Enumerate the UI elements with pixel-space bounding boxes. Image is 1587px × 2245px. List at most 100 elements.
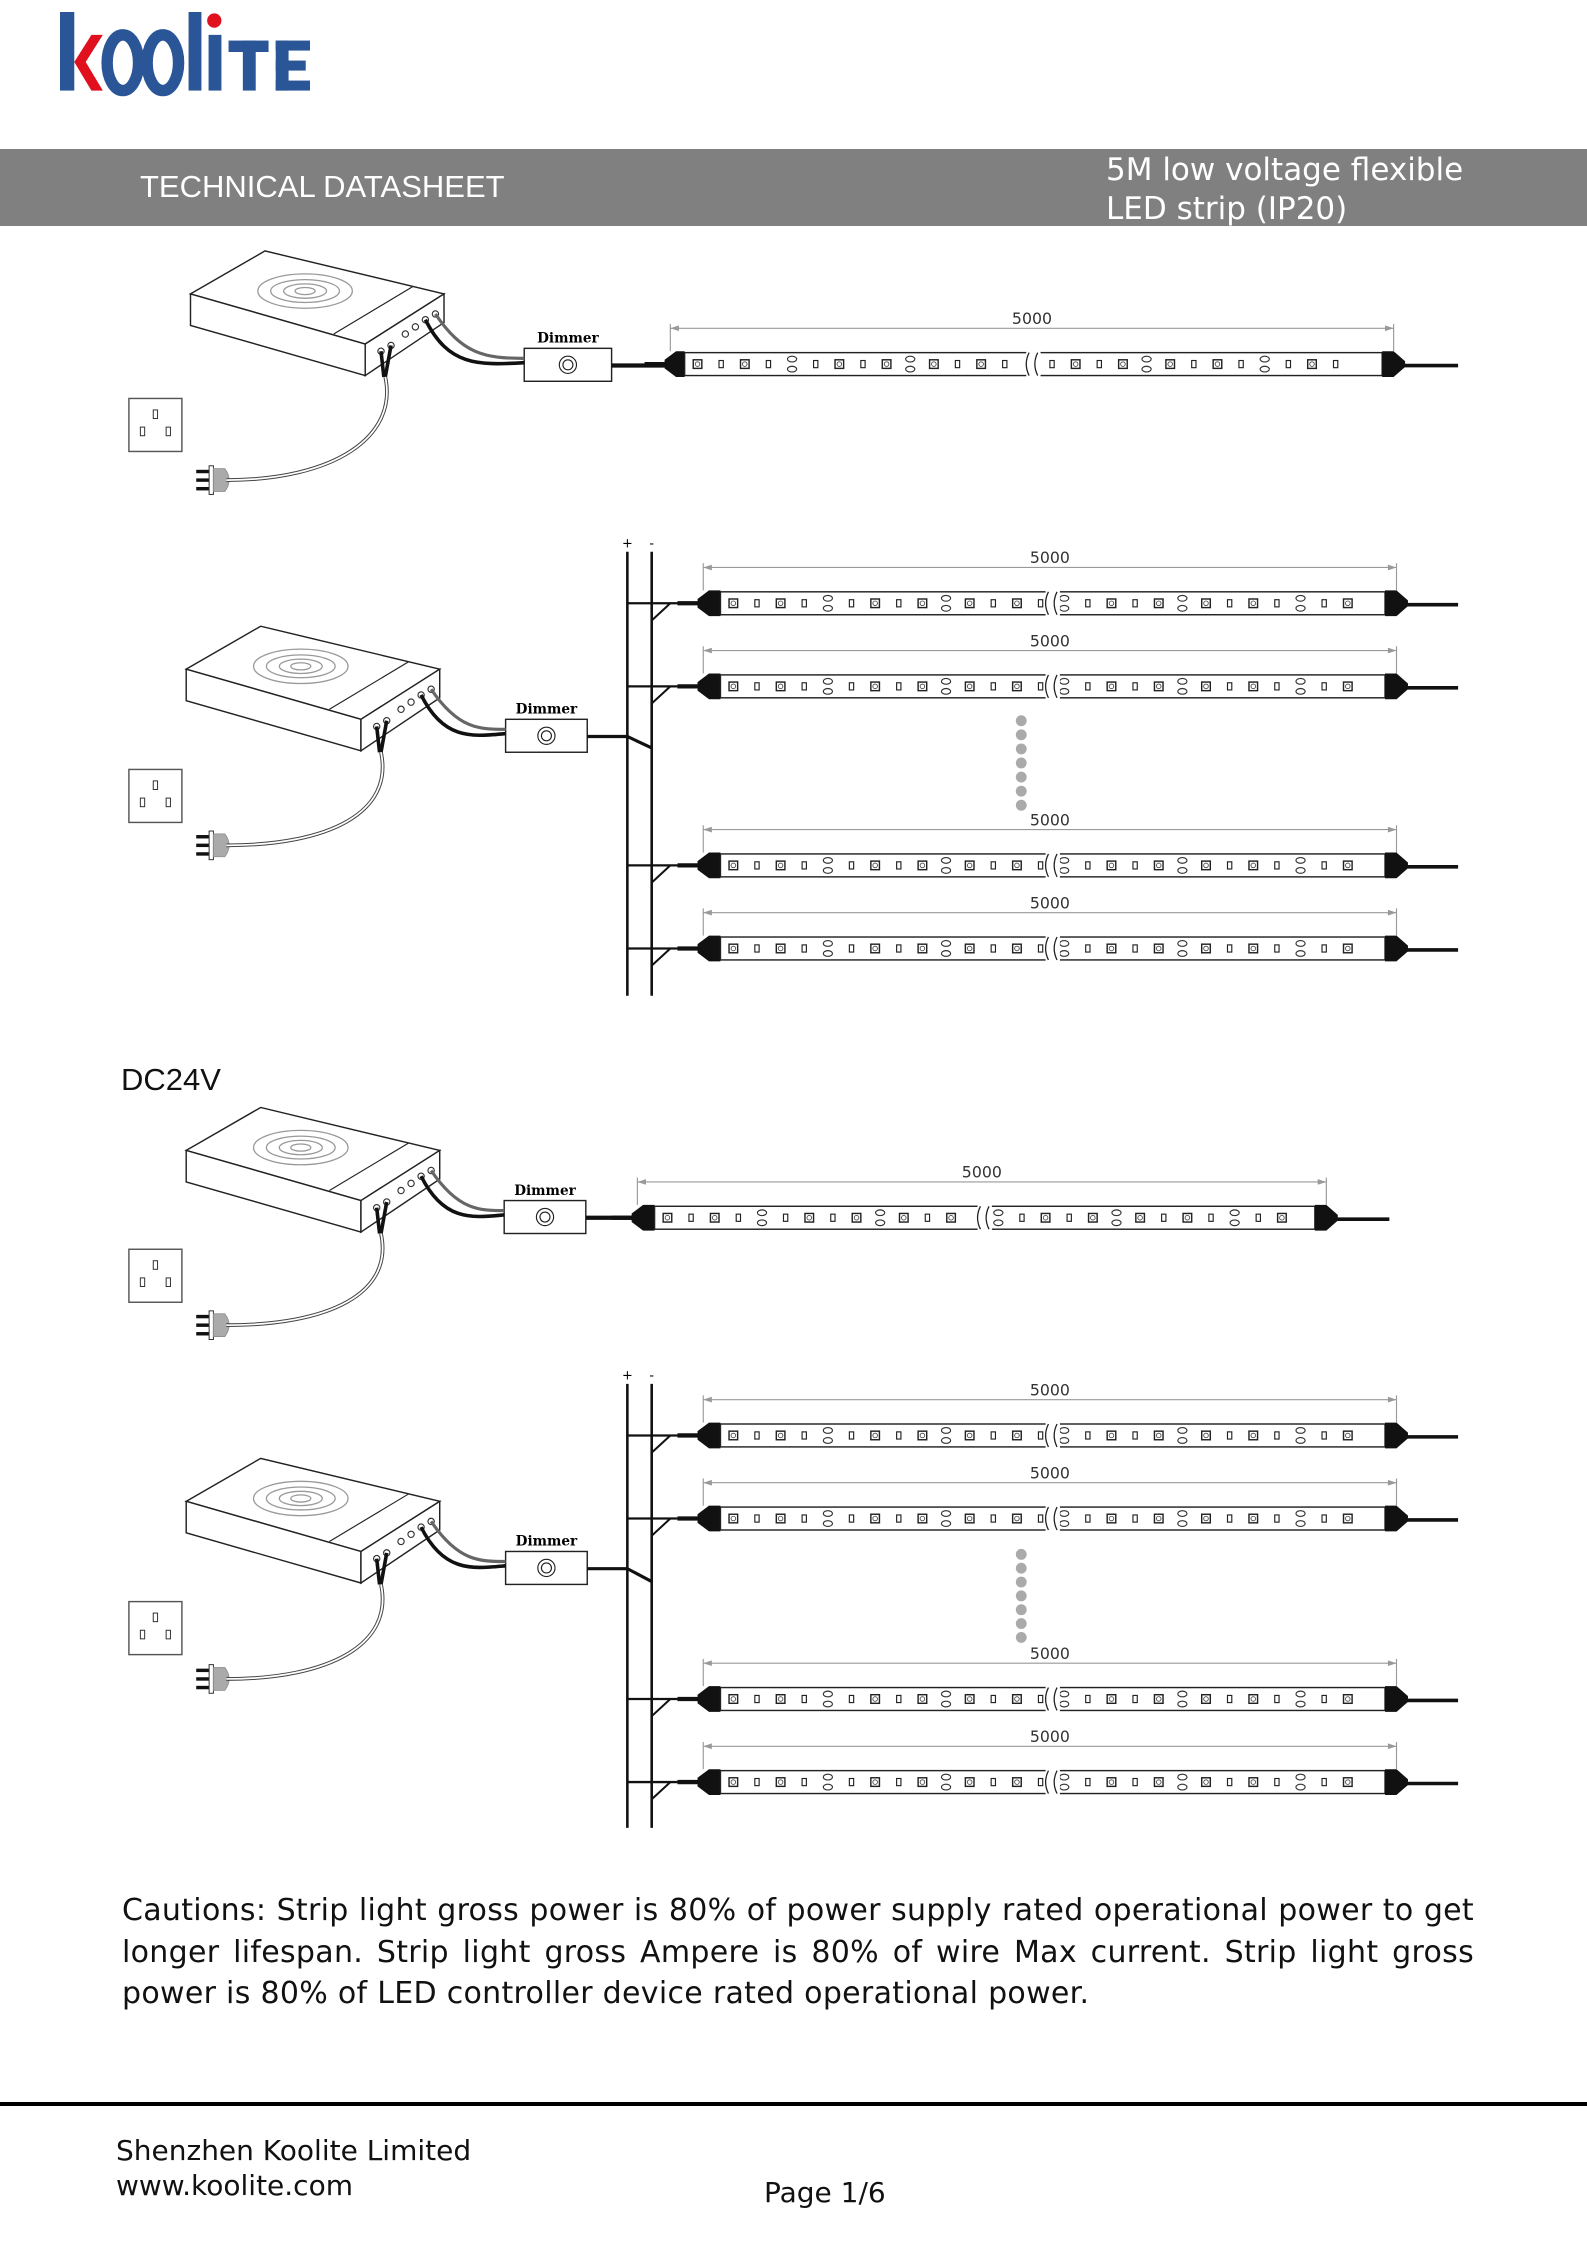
strip-connector-left (664, 351, 685, 377)
led-chip (964, 1430, 975, 1441)
led-chip-lens (948, 1215, 954, 1221)
output-wire-black (419, 1526, 506, 1570)
led-chip (1248, 598, 1259, 609)
strip-connector-left (697, 852, 721, 879)
psu-edge (329, 1493, 409, 1542)
dimension-arrow (1387, 1396, 1397, 1403)
led-resistor (940, 1690, 952, 1698)
led-resistor (993, 1219, 1004, 1227)
psu-label-ring (265, 1135, 336, 1160)
outlet-slot (152, 1260, 159, 1270)
dimmer-knob-icon (540, 730, 553, 742)
led-component (1274, 682, 1280, 691)
led-chip (1040, 1212, 1051, 1223)
led-component (1037, 599, 1044, 608)
psu-label-ring (252, 1129, 349, 1166)
led-chip-lens (883, 361, 890, 367)
psu-label-ring (252, 1480, 349, 1517)
dimension-arrow (1387, 1660, 1397, 1667)
led-resistor (1295, 604, 1306, 612)
psu-label-ring (290, 662, 312, 671)
led-chip (1248, 1513, 1259, 1524)
led-chip (1135, 1212, 1146, 1223)
dimmer-output-cable (587, 1567, 653, 1583)
power-supply-unit (188, 250, 446, 377)
power-cord-inner (226, 376, 388, 481)
led-chip-lens (1014, 945, 1020, 952)
led-chip (964, 1513, 975, 1524)
led-chip (1106, 860, 1117, 871)
led-resistor (1295, 866, 1306, 874)
led-chip-lens (1090, 1215, 1096, 1221)
dimmer-knob-icon (537, 726, 556, 745)
psu-terminal (397, 705, 405, 714)
led-chip-lens (712, 1215, 718, 1221)
led-chip-lens (1345, 1432, 1351, 1439)
led-chip (1106, 681, 1117, 692)
led-chip (870, 598, 881, 609)
led-chip (870, 943, 881, 954)
led-chip-lens (1108, 862, 1115, 869)
plug-pin (196, 1677, 210, 1681)
strip-cut-gap (1045, 852, 1060, 879)
led-chip (1117, 359, 1128, 370)
led-resistor (940, 1427, 952, 1434)
dimmer-box (523, 347, 613, 382)
led-chip-lens (1250, 945, 1256, 952)
led-component (924, 1213, 931, 1222)
strip-length-label: 5000 (1012, 309, 1052, 328)
led-resistor (1141, 365, 1152, 373)
dimension-arrow (703, 1743, 712, 1750)
led-chip-lens (1156, 1779, 1162, 1785)
led-chip (1106, 1513, 1117, 1524)
led-chip-lens (806, 1215, 812, 1221)
led-chip (1200, 860, 1212, 871)
dimension-arrow (1387, 1743, 1397, 1750)
company-website[interactable]: www.koolite.com (116, 2169, 353, 2202)
led-resistor (1295, 677, 1306, 685)
led-chip-lens (730, 1696, 737, 1702)
led-chip-lens (1214, 361, 1221, 367)
led-resistor (1111, 1209, 1122, 1217)
led-resistor (1177, 950, 1188, 957)
strip-cut-gap (977, 1204, 992, 1231)
led-chip-lens (872, 1515, 878, 1522)
led-chip-lens (1250, 683, 1256, 690)
led-component (801, 1431, 807, 1440)
led-chip (728, 598, 739, 609)
led-component (896, 1514, 902, 1523)
strip-length-label: 5000 (1030, 1463, 1070, 1482)
outlet-slot (139, 1629, 146, 1640)
led-resistor (1177, 677, 1188, 685)
led-component (1274, 944, 1280, 953)
led-chip-lens (1156, 600, 1162, 607)
dimmer-module: Dimmer (504, 1534, 588, 1586)
led-resistor (822, 677, 834, 685)
output-wire-grey (434, 313, 525, 360)
led-chip-lens (1250, 1779, 1256, 1785)
led-chip-lens (1108, 1779, 1115, 1785)
led-component (1132, 1431, 1138, 1440)
led-chip-lens (1014, 1515, 1020, 1522)
led-chip (1342, 1777, 1353, 1788)
led-chip-lens (777, 1779, 784, 1785)
led-chip-lens (730, 862, 737, 869)
led-chip (1153, 1430, 1164, 1441)
outlet-slot (165, 426, 171, 437)
feed-wire (651, 685, 672, 705)
led-component (718, 359, 724, 369)
led-chip-lens (694, 361, 701, 367)
output-wire-black (419, 694, 506, 738)
led-chip-lens (1108, 1432, 1115, 1439)
strip-length-label: 5000 (1030, 810, 1070, 829)
dimension-arrow (1387, 826, 1397, 833)
dimmer-output-cable (587, 734, 653, 750)
input-wire (374, 1558, 382, 1585)
bus-minus-label: - (649, 536, 654, 551)
outlet-plate (128, 1600, 183, 1656)
dimension-arrow (1387, 909, 1397, 916)
led-chip-lens (966, 1432, 973, 1439)
plug-pin (196, 852, 210, 856)
strip-cut-mark (1044, 591, 1058, 616)
led-chip-lens (730, 600, 737, 607)
